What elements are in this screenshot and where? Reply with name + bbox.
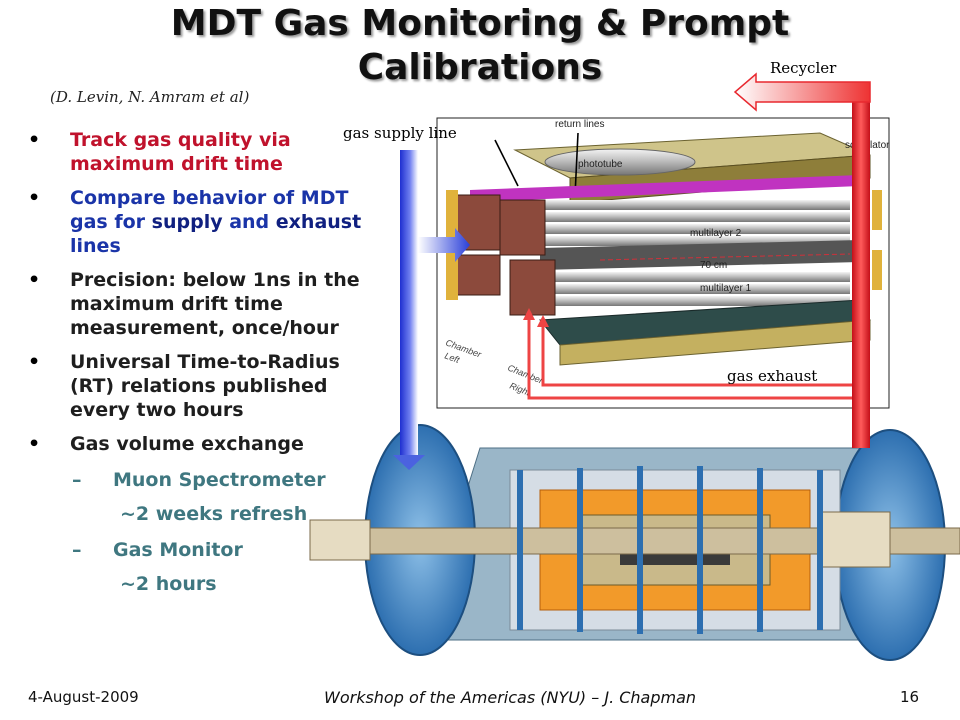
recycler-label: Recycler: [770, 59, 837, 77]
sub-bullet-text: Gas Monitor: [113, 539, 243, 561]
sub-bullet-gas-monitor: – Gas Monitor: [28, 538, 378, 562]
multilayer-1-label: multilayer 1: [700, 283, 752, 294]
bullet-text: and: [222, 211, 276, 233]
bullet-precision: • Precision: below 1ns in the maximum dr…: [28, 268, 378, 340]
bullet-universal-rt: • Universal Time-to-Radius (RT) relation…: [28, 350, 378, 422]
exhaust-line-inner: [541, 325, 862, 387]
recycler-arrow-icon: [733, 72, 871, 112]
bullet-dot-icon: •: [28, 129, 41, 151]
title-line-2: Calibrations: [357, 47, 603, 88]
bullet-supply-word: supply: [151, 211, 223, 233]
bullet-track-gas: • Track gas quality via maximum drift ti…: [28, 128, 378, 176]
footer-workshop: Workshop of the Americas (NYU) – J. Chap…: [324, 688, 697, 707]
footer-date: 4-August-2009: [28, 688, 139, 706]
multilayer-2-label: multilayer 2: [690, 228, 742, 239]
sub-bullet-muon: – Muon Spectrometer: [28, 468, 378, 492]
dimension-line: [599, 253, 851, 261]
callout-arrow-2: [574, 132, 579, 197]
multilayer-1-tubes: [540, 272, 850, 306]
supply-branch-arrow-icon: [418, 228, 470, 262]
bullet-text: Compare behavior of MDT gas for: [70, 187, 349, 233]
bullet-text: Track gas quality via maximum drift time: [70, 129, 291, 175]
gas-exhaust-label: gas exhaust: [727, 367, 817, 385]
sub-detail-gas-monitor: ~2 hours: [120, 573, 217, 595]
authors: (D. Levin, N. Amram et al): [50, 88, 250, 106]
exhaust-arrow-head-icon: [523, 308, 535, 320]
sub-detail-muon: ~2 weeks refresh: [120, 503, 308, 525]
right-shield: [819, 511, 891, 568]
exhaust-line-outer: [527, 318, 862, 400]
bullet-list: • Track gas quality via maximum drift ti…: [28, 128, 378, 596]
exhaust-arrow-head-icon: [537, 315, 549, 327]
dash-icon: –: [72, 539, 82, 561]
page-number: 16: [900, 688, 920, 706]
slide-title: MDT Gas Monitoring & Prompt Calibrations: [120, 2, 840, 90]
callout-arrow-1: [494, 139, 519, 187]
dimension-70cm-label: 70 cm: [700, 260, 727, 271]
bullet-dot-icon: •: [28, 269, 41, 291]
recycler-pipe: [852, 88, 870, 448]
left-shield: [309, 519, 371, 561]
dash-icon: –: [72, 469, 82, 491]
multilayer-2-tubes: [540, 200, 850, 246]
bullet-text: lines: [70, 235, 121, 257]
bullet-text: Universal Time-to-Radius (RT) relations …: [70, 351, 340, 421]
bullet-dot-icon: •: [28, 433, 41, 455]
title-line-1: MDT Gas Monitoring & Prompt: [170, 3, 790, 44]
readout-electronics: [446, 190, 882, 316]
supply-arrow-head-icon: [393, 455, 425, 470]
spacer-frame: [540, 240, 860, 270]
bullet-gas-volume: • Gas volume exchange: [28, 432, 378, 456]
bullet-compare: • Compare behavior of MDT gas for supply…: [28, 186, 378, 258]
bullet-dot-icon: •: [28, 351, 41, 373]
manifold-top: [470, 175, 860, 202]
sub-bullet-text: Muon Spectrometer: [113, 469, 326, 491]
atlas-detector: [309, 424, 960, 661]
supply-pipe: [400, 150, 418, 460]
bullet-dot-icon: •: [28, 187, 41, 209]
bullet-text: Precision: below 1ns in the maximum drif…: [70, 269, 360, 339]
gas-supply-line-label: gas supply line: [343, 124, 457, 142]
return-lines-label: return lines: [555, 119, 604, 130]
chamber-left-label-2: Left: [443, 350, 461, 365]
phototube-shape: [544, 148, 696, 176]
phototube-label: phototube: [578, 159, 623, 170]
bullet-exhaust-word: exhaust: [275, 211, 362, 233]
bullet-text: Gas volume exchange: [70, 433, 304, 455]
